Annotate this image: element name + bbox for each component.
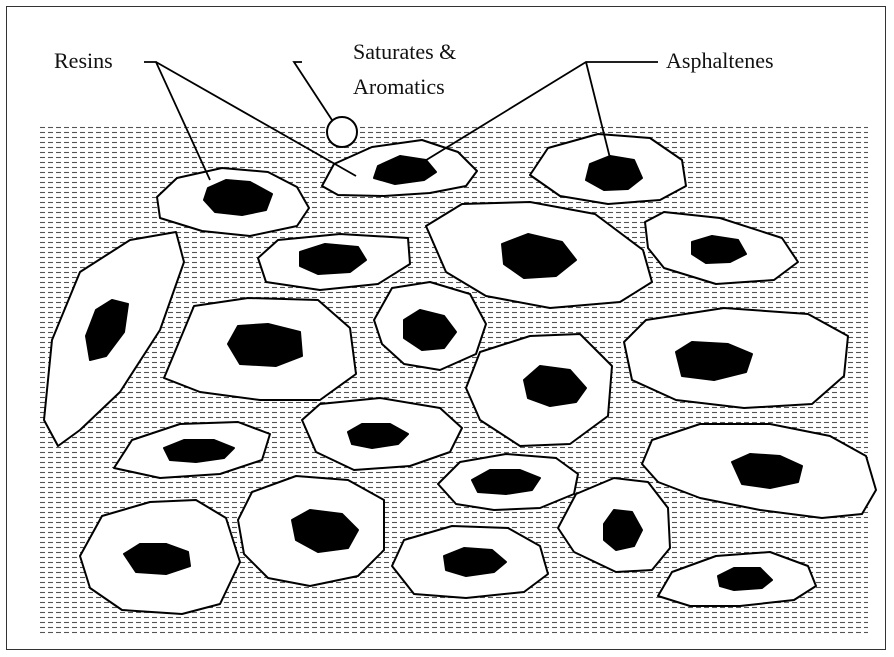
asphaltene-core <box>472 470 540 494</box>
saturates-leader <box>294 62 332 120</box>
asphaltene-core <box>228 324 302 366</box>
resins-label: Resins <box>54 47 113 75</box>
asphaltene-core <box>124 544 190 574</box>
saturates-label-line2: Aromatics <box>353 73 445 101</box>
medium-marker-circle <box>327 117 357 147</box>
asphaltene-core <box>718 568 772 590</box>
asphaltene-core <box>692 236 746 263</box>
asphaltenes-label: Asphaltenes <box>666 47 774 75</box>
saturates-label-line1: Saturates & <box>353 38 456 66</box>
asphaltene-core <box>164 440 234 462</box>
